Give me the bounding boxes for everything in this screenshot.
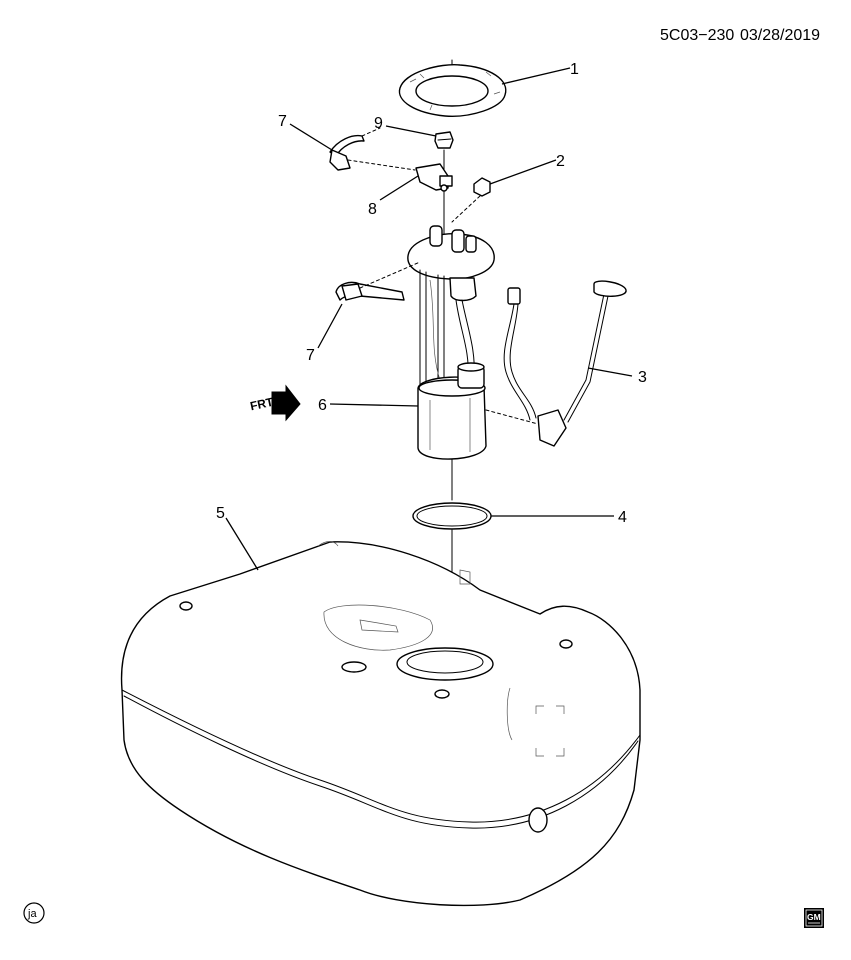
diagram-date: 03/28/2019: [740, 27, 820, 44]
front-direction-indicator: FRT: [249, 384, 301, 422]
fuel-level-sensor-part: [485, 280, 627, 447]
pressure-sensor-bracket-part: [415, 163, 453, 192]
fuel-tank-part: [120, 541, 641, 907]
callout-9: 9: [374, 115, 383, 132]
frt-label: FRT: [249, 395, 275, 414]
seal-ring-part: [412, 502, 492, 530]
fuel-pump-module-part: [407, 225, 495, 460]
retainer-clip-part: [434, 131, 454, 149]
vent-hose-lower-part: [335, 261, 421, 301]
diagram-header: 5C03−230 03/28/2019: [660, 27, 820, 44]
callout-6: 6: [318, 397, 327, 414]
diagram-code: 5C03−230: [660, 27, 734, 44]
lock-ring-part: [398, 64, 507, 117]
ja-text: ja: [27, 908, 37, 920]
gm-logo-icon: GM: [804, 908, 824, 928]
callout-7-lower: 7: [306, 347, 315, 364]
callout-3: 3: [638, 369, 647, 386]
callout-1: 1: [570, 61, 579, 78]
callout-labels: 1 2 3 4 5 6 7 7 8 9: [216, 61, 647, 526]
callout-7-upper: 7: [278, 113, 287, 130]
ja-mark: ja: [23, 902, 45, 924]
ja-circle-icon: [23, 902, 45, 924]
leader-lines: [225, 67, 633, 571]
vent-hose-upper-part: [329, 127, 416, 171]
fuel-fitting-part: [451, 177, 491, 223]
callout-4: 4: [618, 509, 627, 526]
callout-5: 5: [216, 505, 225, 522]
callout-8: 8: [368, 201, 377, 218]
callout-2: 2: [556, 153, 565, 170]
front-arrow-icon: [271, 384, 301, 422]
gm-logo-text: GM: [807, 912, 821, 922]
